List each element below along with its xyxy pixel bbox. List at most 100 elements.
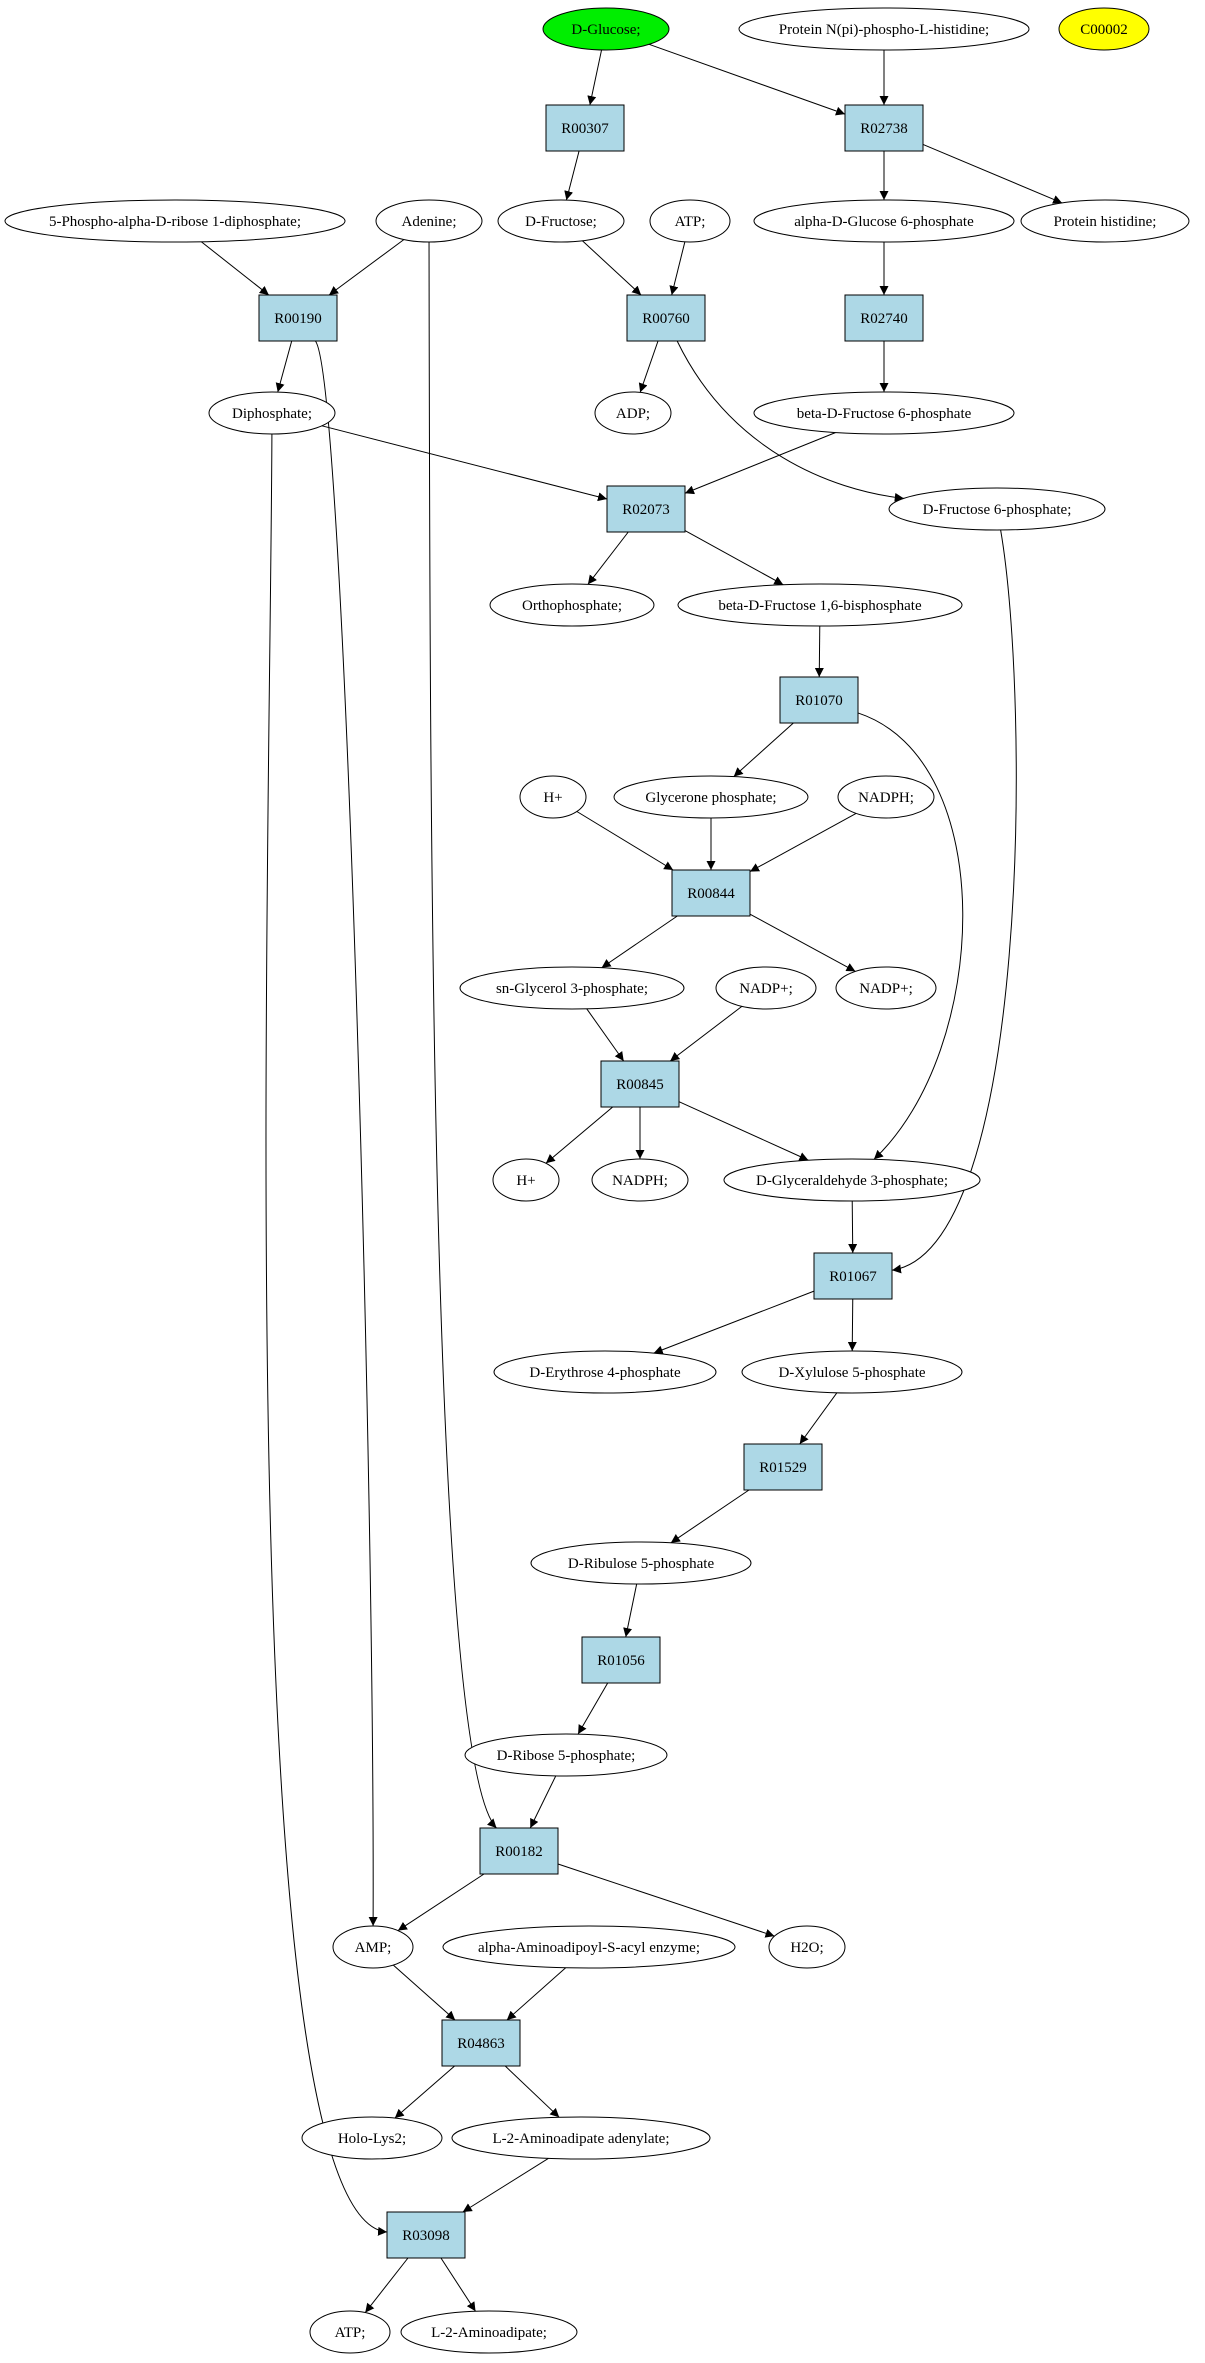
compound-node-adp[interactable]: ADP; — [594, 391, 672, 435]
compound-node-orthophosphate[interactable]: Orthophosphate; — [489, 583, 655, 627]
reaction-node-r01529[interactable]: R01529 — [743, 1443, 823, 1491]
node-label-b-fru6p: beta-D-Fructose 6-phosphate — [797, 406, 972, 422]
reaction-box — [600, 1060, 680, 1108]
compound-node-d-glucose[interactable]: D-Glucose; — [542, 7, 670, 51]
reaction-box — [441, 2019, 521, 2067]
edge-d_glucose-to-r02738 — [648, 43, 846, 116]
node-label-d-fructose: D-Fructose; — [525, 214, 597, 230]
edge-r00307-to-d_fructose — [564, 150, 580, 201]
node-label-c00002: C00002 — [1080, 22, 1128, 38]
node-label-h-plus-2: H+ — [516, 1173, 535, 1189]
compound-ellipse — [715, 966, 817, 1010]
reaction-node-r02740[interactable]: R02740 — [844, 294, 924, 342]
compound-node-d-ribose5p[interactable]: D-Ribose 5-phosphate; — [464, 1733, 668, 1777]
reaction-node-r01067[interactable]: R01067 — [813, 1252, 893, 1300]
compound-ellipse — [493, 1350, 717, 1394]
compound-node-d-fru6p[interactable]: D-Fructose 6-phosphate; — [888, 487, 1106, 531]
edge-r03098-to-atp_2 — [364, 2257, 409, 2313]
compound-ellipse — [591, 1158, 689, 1202]
node-label-d-ery4p: D-Erythrose 4-phosphate — [529, 1365, 681, 1381]
compound-node-h-plus-2[interactable]: H+ — [492, 1158, 560, 1202]
compound-ellipse — [464, 1733, 668, 1777]
compound-node-d-ery4p[interactable]: D-Erythrose 4-phosphate — [493, 1350, 717, 1394]
compound-node-d-xyl5p[interactable]: D-Xylulose 5-phosphate — [741, 1350, 963, 1394]
reaction-box — [779, 676, 859, 724]
edge-r00190-to-amp — [315, 340, 378, 1927]
reaction-node-r00182[interactable]: R00182 — [479, 1827, 559, 1875]
edge-b_fru6p-to-r02073 — [684, 432, 836, 495]
compound-ellipse — [738, 7, 1030, 51]
compound-node-holo-lys2[interactable]: Holo-Lys2; — [301, 2116, 443, 2160]
compound-node-nadph-2[interactable]: NADPH; — [591, 1158, 689, 1202]
compound-node-nadp-2[interactable]: NADP+; — [835, 966, 937, 1010]
edge-d_fructose-to-r00760 — [582, 240, 642, 296]
reaction-node-r02738[interactable]: R02738 — [844, 104, 924, 152]
compound-node-aminoadipoyl[interactable]: alpha-Aminoadipoyl-S-acyl enzyme; — [442, 1925, 736, 1969]
node-label-orthophosphate: Orthophosphate; — [522, 598, 622, 614]
compound-node-protein-npi[interactable]: Protein N(pi)-phospho-L-histidine; — [738, 7, 1030, 51]
compound-node-diphosphate[interactable]: Diphosphate; — [208, 391, 336, 435]
compound-node-l2-aminoadipate[interactable]: L-2-Aminoadipate; — [400, 2310, 578, 2354]
compound-node-glycerone-p[interactable]: Glycerone phosphate; — [613, 775, 809, 819]
compound-node-c00002[interactable]: C00002 — [1058, 7, 1150, 51]
compound-ellipse — [741, 1350, 963, 1394]
compound-node-sn-glycerol3p[interactable]: sn-Glycerol 3-phosphate; — [459, 966, 685, 1010]
compound-node-amp[interactable]: AMP; — [332, 1925, 414, 1969]
compound-node-atp-2[interactable]: ATP; — [309, 2310, 391, 2354]
reaction-box — [844, 294, 924, 342]
node-label-diphosphate: Diphosphate; — [232, 406, 312, 422]
compound-node-h2o[interactable]: H2O; — [768, 1925, 846, 1969]
compound-node-l2-aminoadipate-adenylate[interactable]: L-2-Aminoadipate adenylate; — [451, 2116, 711, 2160]
reaction-node-r00760[interactable]: R00760 — [626, 294, 706, 342]
compound-ellipse — [4, 199, 346, 243]
edge-l2_aminoadipate_adenylate-to-r03098 — [462, 2157, 549, 2213]
node-label-r00307: R00307 — [561, 121, 609, 137]
reaction-node-r01056[interactable]: R01056 — [581, 1636, 661, 1684]
compound-node-b-fru6p[interactable]: beta-D-Fructose 6-phosphate — [753, 391, 1015, 435]
compound-node-d-fructose[interactable]: D-Fructose; — [497, 199, 625, 243]
reaction-node-r03098[interactable]: R03098 — [386, 2211, 466, 2259]
node-label-nadp-1: NADP+; — [739, 981, 792, 997]
compound-node-adenine[interactable]: Adenine; — [375, 199, 483, 243]
compound-node-a-glc6p[interactable]: alpha-D-Glucose 6-phosphate — [753, 199, 1015, 243]
compound-node-h-plus-1[interactable]: H+ — [519, 775, 587, 819]
edge-amp-to-r04863 — [393, 1964, 456, 2021]
node-label-nadp-2: NADP+; — [859, 981, 912, 997]
compound-ellipse — [497, 199, 625, 243]
reaction-box — [671, 869, 751, 917]
edge-sn_glycerol3p-to-r00845 — [586, 1008, 625, 1062]
compound-node-nadph-1[interactable]: NADPH; — [837, 775, 935, 819]
node-label-h-plus-1: H+ — [543, 790, 562, 806]
compound-node-d-ga3p[interactable]: D-Glyceraldehyde 3-phosphate; — [723, 1158, 981, 1202]
compound-node-d-rib5p[interactable]: D-Ribulose 5-phosphate — [530, 1541, 752, 1585]
compound-node-protein-his[interactable]: Protein histidine; — [1020, 199, 1190, 243]
reaction-node-r00307[interactable]: R00307 — [545, 104, 625, 152]
compound-node-nadp-1[interactable]: NADP+; — [715, 966, 817, 1010]
compound-ellipse — [301, 2116, 443, 2160]
reaction-node-r02073[interactable]: R02073 — [606, 485, 686, 533]
node-label-adenine: Adenine; — [402, 214, 457, 230]
compound-node-prpp[interactable]: 5-Phospho-alpha-D-ribose 1-diphosphate; — [4, 199, 346, 243]
edge-r00844-to-nadp_2 — [749, 913, 856, 972]
node-label-d-ga3p: D-Glyceraldehyde 3-phosphate; — [756, 1173, 948, 1189]
node-label-d-rib5p: D-Ribulose 5-phosphate — [568, 1556, 715, 1572]
compound-ellipse — [753, 199, 1015, 243]
node-label-b-fru16bp: beta-D-Fructose 1,6-bisphosphate — [718, 598, 922, 614]
reaction-node-r00190[interactable]: R00190 — [258, 294, 338, 342]
edge-r01070-to-glycerone_p — [733, 722, 794, 777]
compound-node-b-fru16bp[interactable]: beta-D-Fructose 1,6-bisphosphate — [677, 583, 963, 627]
reaction-node-r00845[interactable]: R00845 — [600, 1060, 680, 1108]
reaction-node-r00844[interactable]: R00844 — [671, 869, 751, 917]
reaction-node-r04863[interactable]: R04863 — [441, 2019, 521, 2067]
edge-r01067-to-d_ery4p — [653, 1290, 815, 1355]
reaction-box — [545, 104, 625, 152]
node-label-r01070: R01070 — [795, 693, 843, 709]
edge-r00845-to-h_plus_2 — [545, 1106, 614, 1164]
node-label-a-glc6p: alpha-D-Glucose 6-phosphate — [794, 214, 974, 230]
nodes: D-Glucose; Protein N(pi)-phospho-L-histid… — [4, 7, 1190, 2354]
compound-node-atp-1[interactable]: ATP; — [649, 199, 731, 243]
reaction-node-r01070[interactable]: R01070 — [779, 676, 859, 724]
node-label-amp: AMP; — [355, 1940, 392, 1956]
reaction-box — [813, 1252, 893, 1300]
edge-r00760-to-d_fru6p — [676, 340, 904, 502]
